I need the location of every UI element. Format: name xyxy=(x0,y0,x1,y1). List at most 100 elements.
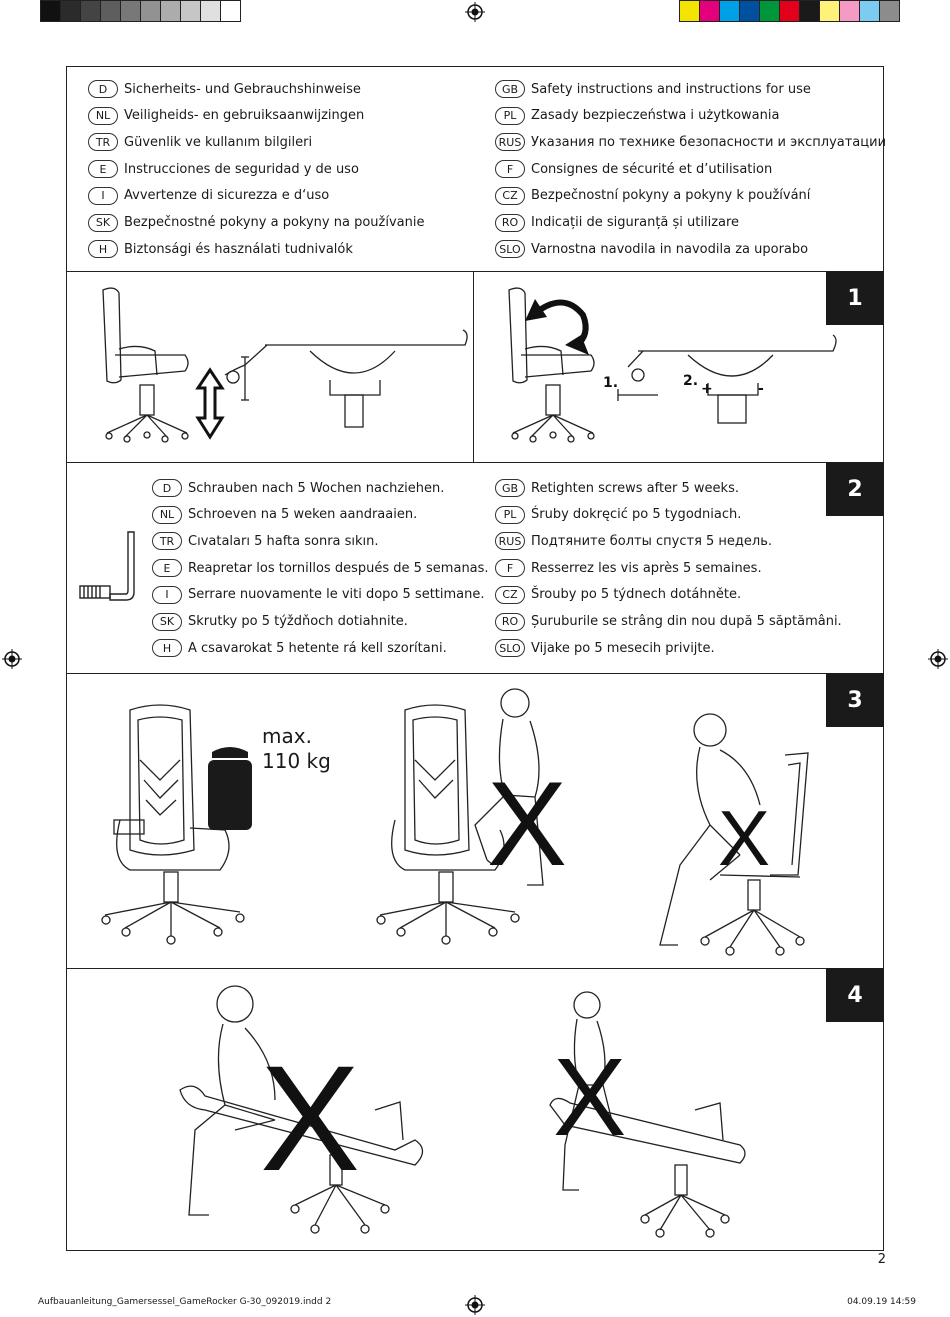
language-text: Bezpečnostní pokyny a pokyny k používání xyxy=(531,188,811,204)
language-code-badge: RO xyxy=(495,612,525,631)
language-row: PL Śruby dokręcić po 5 tygodniach. xyxy=(495,505,741,525)
language-text: Resserrez les vis après 5 semaines. xyxy=(531,560,762,576)
language-code-badge: SK xyxy=(152,612,182,631)
language-code-badge: I xyxy=(88,186,118,205)
language-row: PL Zasady bezpieczeństwa i użytkowania xyxy=(495,106,779,126)
max-label: max. xyxy=(262,724,312,748)
no-standing-on-chair-illustration: X xyxy=(376,688,567,945)
color-swatch xyxy=(180,0,201,22)
language-code-badge: CZ xyxy=(495,186,525,205)
language-text: Veiligheids- en gebruiksaanwijzingen xyxy=(124,108,365,124)
registration-mark-icon xyxy=(2,649,22,669)
language-code-badge: CZ xyxy=(495,585,525,604)
divider xyxy=(66,462,884,463)
no-leaning-reclined-illustration: X xyxy=(179,985,424,1234)
color-swatch xyxy=(220,0,241,22)
prohibited-x-icon: X xyxy=(487,757,567,891)
language-code-badge: D xyxy=(152,479,182,497)
language-text: Biztonsági és használati tudnivalók xyxy=(124,241,353,257)
prohibited-x-icon: X xyxy=(718,794,770,882)
language-code-badge: I xyxy=(152,585,182,604)
language-row: CZ Šrouby po 5 týdnech dotáhněte. xyxy=(495,585,741,605)
language-text: Śruby dokręcić po 5 tygodniach. xyxy=(531,507,742,523)
language-row: E Instrucciones de seguridad y de uso xyxy=(88,159,359,179)
language-text: Retighten screws after 5 weeks. xyxy=(531,480,739,496)
cmyk-color-bar xyxy=(679,0,900,22)
language-text: Zasady bezpieczeństwa i użytkowania xyxy=(531,108,780,124)
language-row: GB Retighten screws after 5 weeks. xyxy=(495,478,739,498)
language-code-badge: F xyxy=(495,559,525,578)
step-number-1: 1 xyxy=(826,271,884,325)
footer-filename: Aufbauanleitung_Gamersessel_GameRocker G… xyxy=(38,1297,332,1307)
office-chair-height-illustration xyxy=(102,287,468,443)
footer-date: 04.09.19 14:59 xyxy=(847,1297,916,1307)
language-code-badge: E xyxy=(88,160,118,179)
step1-plus: + xyxy=(701,381,713,397)
no-leaning-back-illustration: X xyxy=(659,713,809,956)
language-text: Consignes de sécurité et d’utilisation xyxy=(531,161,773,177)
registration-mark-icon xyxy=(928,649,948,669)
language-code-badge: TR xyxy=(88,133,118,152)
color-swatch xyxy=(699,0,720,22)
language-row: SK Bezpečnostné pokyny a pokyny na použív… xyxy=(88,213,424,233)
language-text: Šrouby po 5 týdnech dotáhněte. xyxy=(531,587,742,603)
language-text: Bezpečnostné pokyny a pokyny na používan… xyxy=(124,215,425,230)
language-text: Serrare nuovamente le viti dopo 5 settim… xyxy=(188,587,485,603)
language-code-badge: RUS xyxy=(495,532,525,551)
color-swatch xyxy=(679,0,700,22)
language-text: Güvenlik ve kullanım bilgileri xyxy=(124,134,313,150)
max-weight-label: max. 110 kg xyxy=(262,724,331,774)
language-code-badge: PL xyxy=(495,505,525,524)
language-code-badge: H xyxy=(88,240,118,259)
step-number-3: 3 xyxy=(826,673,884,727)
language-row: F Resserrez les vis après 5 semaines. xyxy=(495,558,762,578)
language-code-badge: GB xyxy=(495,479,525,497)
color-swatch xyxy=(160,0,181,22)
language-text: Reapretar los tornillos después de 5 sem… xyxy=(188,560,489,576)
language-row: I Serrare nuovamente le viti dopo 5 setti… xyxy=(152,585,485,605)
language-text: Indicații de siguranță și utilizare xyxy=(531,215,740,230)
color-swatch xyxy=(779,0,800,22)
color-swatch xyxy=(819,0,840,22)
gaming-chair-max-weight-illustration xyxy=(101,704,252,945)
language-code-badge: PL xyxy=(495,106,525,125)
language-row: SLO Vijake po 5 mesecih privijte. xyxy=(495,638,715,658)
color-swatch xyxy=(120,0,141,22)
color-swatch xyxy=(799,0,820,22)
language-code-badge: SLO xyxy=(495,240,525,259)
language-code-badge: GB xyxy=(495,80,525,98)
language-code-badge: NL xyxy=(88,106,118,125)
step1-label-2: 2. xyxy=(683,373,698,389)
language-text: Cıvataları 5 hafta sonra sıkın. xyxy=(188,533,379,549)
step-number-4: 4 xyxy=(826,968,884,1022)
language-row: H Biztonsági és használati tudnivalók xyxy=(88,239,353,259)
language-row: NL Veiligheids- en gebruiksaanwijzingen xyxy=(88,106,364,126)
allen-key-screw-icon xyxy=(79,531,135,601)
language-text: Instrucciones de seguridad y de uso xyxy=(124,161,359,177)
language-row: TR Güvenlik ve kullanım bilgileri xyxy=(88,132,312,152)
language-code-badge: RUS xyxy=(495,133,525,152)
color-swatch xyxy=(859,0,880,22)
language-row: RUS Подтяните болты спустя 5 недель. xyxy=(495,531,772,551)
color-swatch xyxy=(60,0,81,22)
language-text: A csavarokat 5 hetente rá kell szorítani… xyxy=(188,640,447,656)
language-code-badge: SK xyxy=(88,213,118,232)
color-swatch xyxy=(140,0,161,22)
language-code-badge: NL xyxy=(152,505,182,524)
language-row: SLO Varnostna navodila in navodila za upo… xyxy=(495,239,808,259)
language-text: Avvertenze di sicurezza e d‘uso xyxy=(124,188,330,204)
language-text: Подтяните болты спустя 5 недель. xyxy=(531,533,773,549)
language-text: Vijake po 5 mesecih privijte. xyxy=(531,640,715,656)
language-text: Safety instructions and instructions for… xyxy=(531,81,811,97)
divider xyxy=(66,968,884,969)
office-chair-tilt-illustration: 1. 2. + - xyxy=(508,287,837,443)
color-swatch xyxy=(739,0,760,22)
language-code-badge: SLO xyxy=(495,639,525,658)
language-code-badge: F xyxy=(495,160,525,179)
language-text: Varnostna navodila in navodila za uporab… xyxy=(531,241,809,257)
language-code-badge: TR xyxy=(152,532,182,551)
language-code-badge: RO xyxy=(495,213,525,232)
